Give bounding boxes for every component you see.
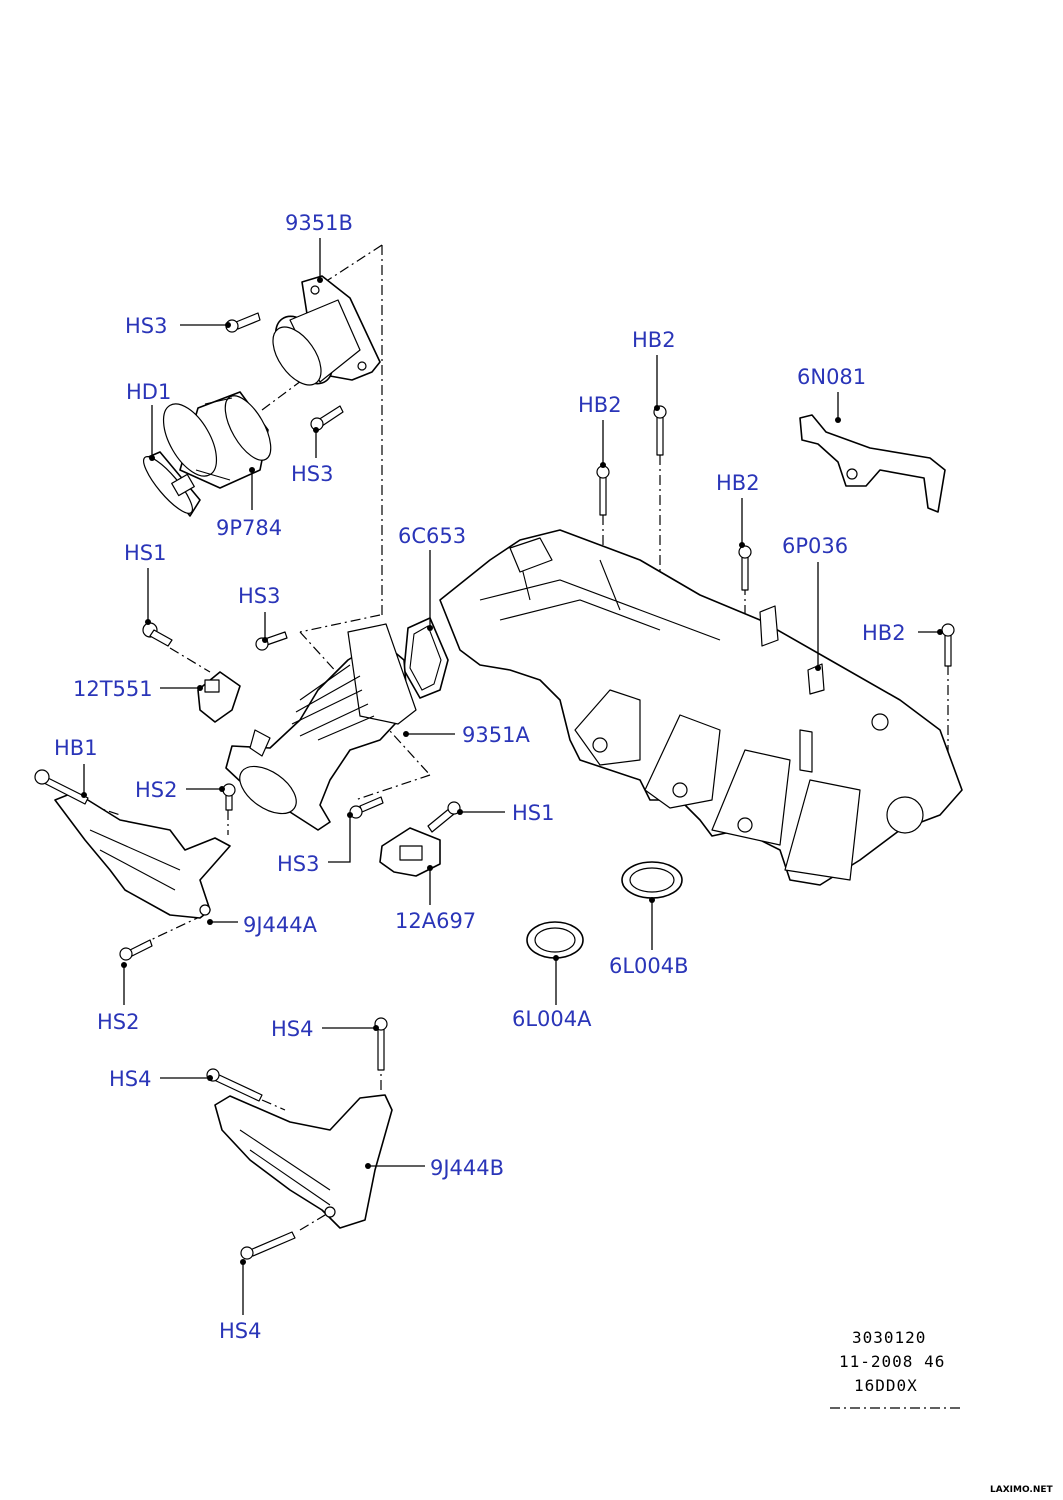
bolt-hb2-4[interactable] [941, 623, 955, 667]
callout-6L004A[interactable]: 6L004A [512, 1007, 592, 1031]
bolt-hs3-left[interactable] [255, 631, 288, 651]
part-HD1-clamp[interactable] [137, 451, 201, 519]
callout-hb2-mid[interactable]: HB2 [716, 471, 760, 495]
callout-hs4-bottom[interactable]: HS4 [219, 1319, 261, 1343]
callout-6C653[interactable]: 6C653 [398, 524, 466, 548]
part-6L004A-seal[interactable] [526, 921, 584, 959]
callout-hs2-lower[interactable]: HS2 [97, 1010, 139, 1034]
part-9P784-hose[interactable] [153, 389, 280, 489]
bolt-hs2-lower[interactable] [119, 939, 153, 961]
bolt-hs3-upper[interactable] [225, 312, 261, 333]
reference-line-3: 16DD0X [854, 1376, 918, 1395]
callout-hb2-top[interactable]: HB2 [632, 328, 676, 352]
callout-hb1[interactable]: HB1 [54, 736, 98, 760]
callout-hs3-low[interactable]: HS3 [277, 852, 319, 876]
bolt-hb1[interactable] [34, 769, 89, 805]
part-9351B-outlet-flange[interactable] [263, 275, 381, 394]
callout-hs1-left[interactable]: HS1 [124, 541, 166, 565]
reference-line-2: 11-2008 46 [839, 1352, 945, 1371]
callout-hs2-upper[interactable]: HS2 [135, 778, 177, 802]
callout-12T551[interactable]: 12T551 [73, 677, 153, 701]
callout-12A697[interactable]: 12A697 [395, 909, 476, 933]
callout-9351A[interactable]: 9351A [462, 723, 530, 747]
part-9J444A-bracket[interactable] [54, 791, 231, 919]
callout-hs3-left[interactable]: HS3 [238, 584, 280, 608]
bolt-hs3-mid[interactable] [310, 405, 344, 431]
part-9J444B-bracket[interactable] [214, 1094, 393, 1229]
callout-9P784[interactable]: 9P784 [216, 516, 282, 540]
callout-6L004B[interactable]: 6L004B [609, 954, 689, 978]
bolt-hb2-2[interactable] [653, 405, 667, 456]
reference-block: 3030120 11-2008 46 16DD0X [830, 1328, 960, 1409]
callout-hs4-top[interactable]: HS4 [271, 1017, 313, 1041]
bolt-hs4-left[interactable] [206, 1068, 263, 1102]
callout-9J444B[interactable]: 9J444B [430, 1156, 504, 1180]
reference-line-1: 3030120 [852, 1328, 926, 1347]
bolt-hb2-3[interactable] [738, 545, 752, 591]
callout-hb2-right[interactable]: HB2 [862, 621, 906, 645]
bolt-hb2-1[interactable] [596, 465, 610, 516]
callout-hs4-left[interactable]: HS4 [109, 1067, 151, 1091]
callout-9351B[interactable]: 9351B [285, 211, 353, 235]
callout-9J444A[interactable]: 9J444A [243, 913, 318, 937]
bolt-hs2-upper[interactable] [222, 783, 236, 811]
bolt-hs1-left[interactable] [142, 622, 173, 647]
part-6N081-bracket[interactable] [799, 414, 946, 513]
callout-hb2-left[interactable]: HB2 [578, 393, 622, 417]
bolt-hs3-low[interactable] [349, 796, 384, 819]
part-6C653-gasket[interactable] [403, 617, 449, 699]
leader-lines [81, 238, 943, 1315]
callout-labels: 9351B HS3 HD1 HS3 9P784 HB2 HB2 6N081 HB… [54, 211, 906, 1343]
callout-hs3-upper[interactable]: HS3 [125, 314, 167, 338]
part-9351A-intake-duct[interactable] [225, 623, 417, 831]
callout-hd1[interactable]: HD1 [126, 380, 171, 404]
bolt-hs1-right[interactable] [427, 801, 461, 833]
part-6L004B-seal[interactable] [621, 861, 683, 899]
callout-6P036[interactable]: 6P036 [782, 534, 848, 558]
part-12T551-sensor[interactable] [197, 671, 241, 723]
callout-hs3-mid[interactable]: HS3 [291, 462, 333, 486]
callout-hs1-right[interactable]: HS1 [512, 801, 554, 825]
callout-6N081[interactable]: 6N081 [797, 365, 866, 389]
part-6P036-intake-manifold[interactable] [439, 529, 963, 886]
bolt-hs4-bottom[interactable] [240, 1231, 296, 1260]
watermark: LAXIMO.NET [990, 1485, 1053, 1495]
